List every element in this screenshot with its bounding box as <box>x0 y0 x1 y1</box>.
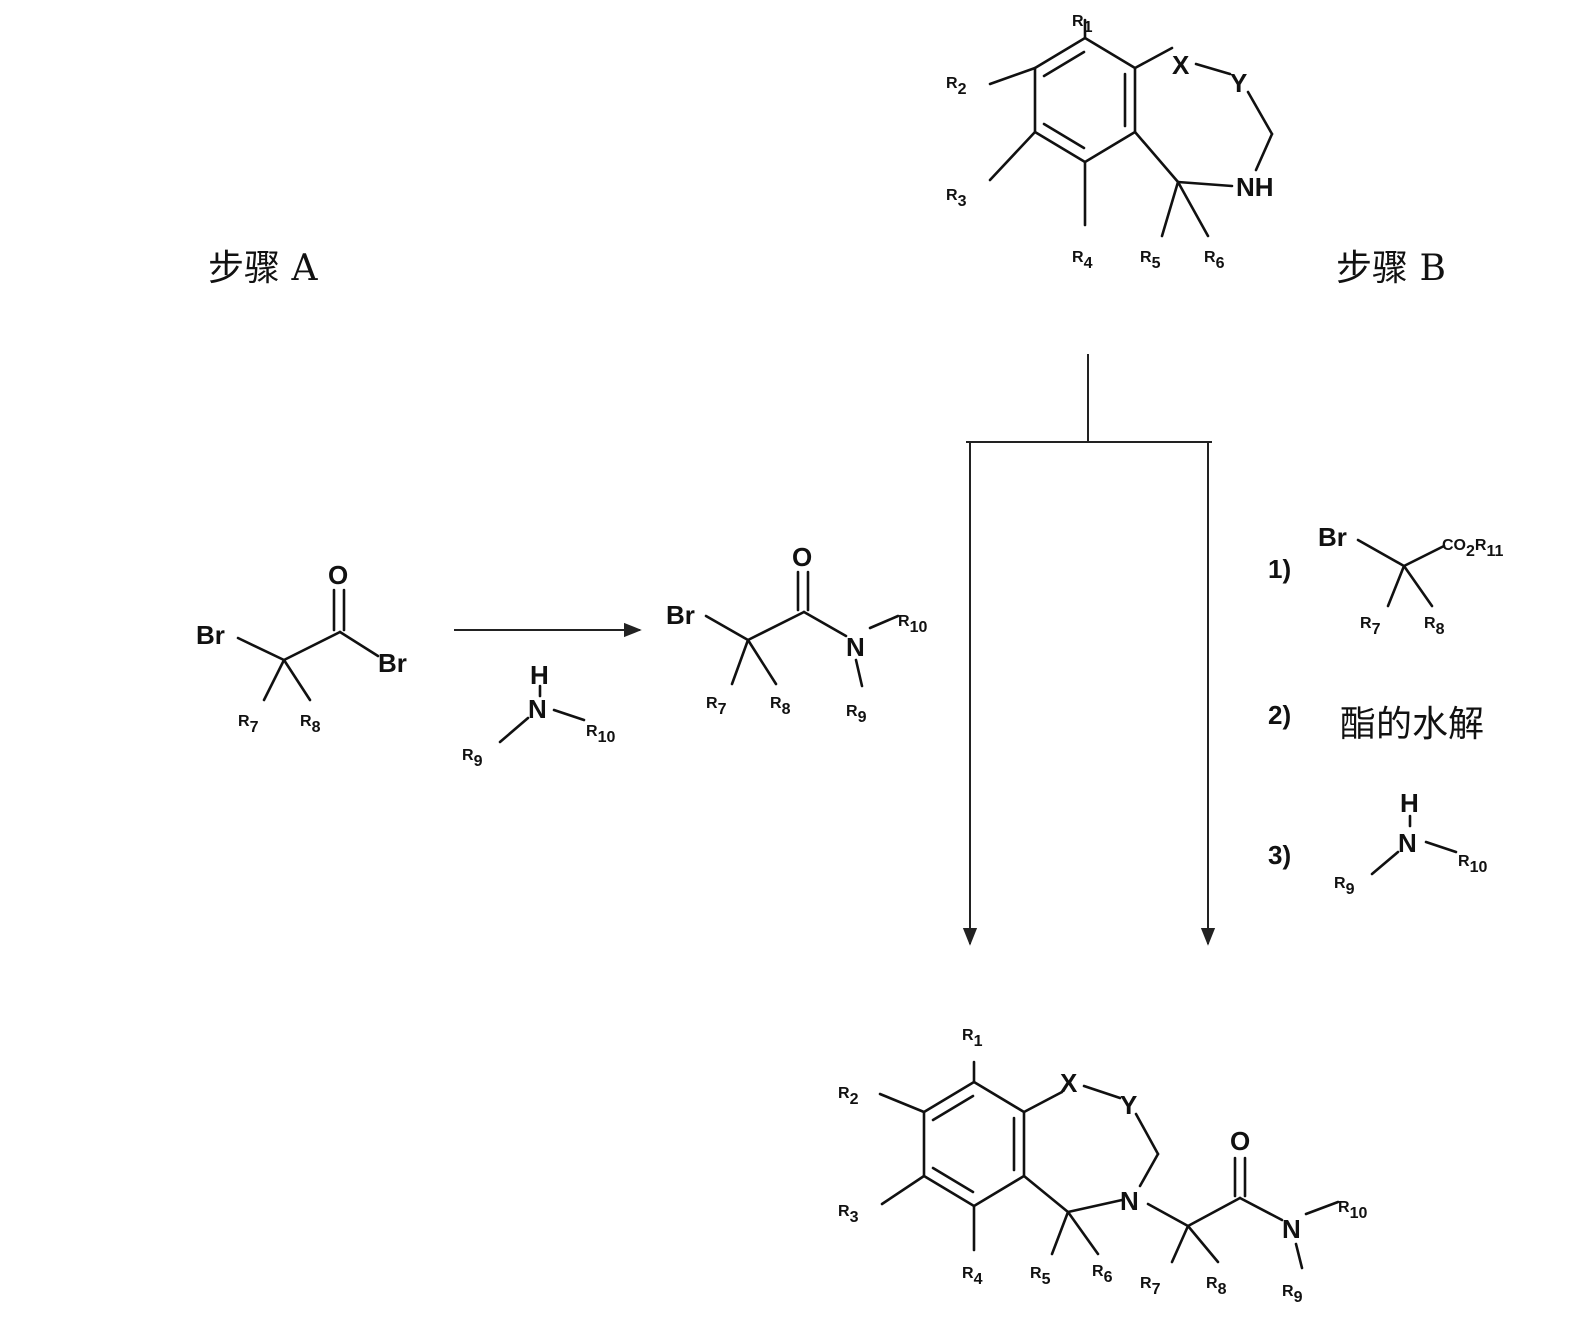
r4-label: R4 <box>1072 249 1093 272</box>
amine-b-r10-label: R10 <box>1458 853 1487 876</box>
product-r2-label: R2 <box>838 1085 859 1108</box>
co2r11-label: CO2R11 <box>1442 537 1503 560</box>
step2-number: 2) <box>1268 700 1291 730</box>
r1-label: R1 <box>1072 13 1093 36</box>
intermediate-n-label: N <box>846 632 865 662</box>
intermediate-r9-label: R9 <box>846 703 867 726</box>
starting-benzazepine: X Y NH R1 R2 R3 R4 R5 R6 <box>946 13 1274 272</box>
amine-b-h-label: H <box>1400 788 1419 818</box>
amine-n-label: N <box>528 694 547 724</box>
product-y-label: Y <box>1120 1090 1137 1120</box>
intermediate-br-label: Br <box>666 600 695 630</box>
ester-r7-label: R7 <box>1360 615 1381 638</box>
intermediate-r8-label: R8 <box>770 695 791 718</box>
r6-label: R6 <box>1204 249 1225 272</box>
product-r10-label: R10 <box>1338 1199 1367 1222</box>
step3-number: 3) <box>1268 840 1291 870</box>
r5-label: R5 <box>1140 249 1161 272</box>
product-r8-label: R8 <box>1206 1275 1227 1298</box>
r7-label: R7 <box>238 713 259 736</box>
r9-label: R9 <box>462 747 483 770</box>
product-amide-n-label: N <box>1282 1214 1301 1244</box>
r10-label: R10 <box>586 723 615 746</box>
nh-label: NH <box>1236 172 1274 202</box>
product-r5-label: R5 <box>1030 1265 1051 1288</box>
product-r7-label: R7 <box>1140 1275 1161 1298</box>
product-o-label: O <box>1230 1126 1250 1156</box>
product-ring-n-label: N <box>1120 1186 1139 1216</box>
r3-label: R3 <box>946 187 967 210</box>
product-r6-label: R6 <box>1092 1263 1113 1286</box>
branch-arrows <box>966 354 1212 944</box>
product-x-label: X <box>1060 1068 1078 1098</box>
r8-label: R8 <box>300 713 321 736</box>
intermediate-r7-label: R7 <box>706 695 727 718</box>
hydrolysis-label: 酯的水解 <box>1340 704 1484 745</box>
product-r9-label: R9 <box>1282 1283 1303 1306</box>
carbonyl-o-label: O <box>328 560 348 590</box>
amine-reagent-a: H N R10 R9 <box>462 660 615 770</box>
product-r4-label: R4 <box>962 1265 983 1288</box>
amine-b-r9-label: R9 <box>1334 875 1355 898</box>
product-benzazepine-acetamide: X Y N O N R1 R2 R3 R4 R5 R6 R7 R8 R10 R9 <box>838 1027 1367 1306</box>
intermediate-r10-label: R10 <box>898 613 927 636</box>
intermediate-o-label: O <box>792 542 812 572</box>
step-a-label: 步骤 A <box>208 248 318 289</box>
bromoacetamide-intermediate: Br O N R10 R7 R8 R9 <box>666 542 927 726</box>
r2-label: R2 <box>946 75 967 98</box>
amine-h-label: H <box>530 660 549 690</box>
step-b-label: 步骤 B <box>1336 248 1446 289</box>
y-label: Y <box>1230 68 1247 98</box>
x-label: X <box>1172 50 1190 80</box>
product-r1-label: R1 <box>962 1027 983 1050</box>
product-r3-label: R3 <box>838 1203 859 1226</box>
br-left-label: Br <box>196 620 225 650</box>
amine-b-n-label: N <box>1398 828 1417 858</box>
ester-br-label: Br <box>1318 522 1347 552</box>
step1-number: 1) <box>1268 554 1291 584</box>
bromoacyl-bromide: Br O Br R7 R8 <box>196 560 407 736</box>
step-b-reagents: 1) Br CO2R11 R7 R8 2) 酯的水解 3) H N R10 R9 <box>1268 522 1503 898</box>
br-acyl-label: Br <box>378 648 407 678</box>
ester-r8-label: R8 <box>1424 615 1445 638</box>
